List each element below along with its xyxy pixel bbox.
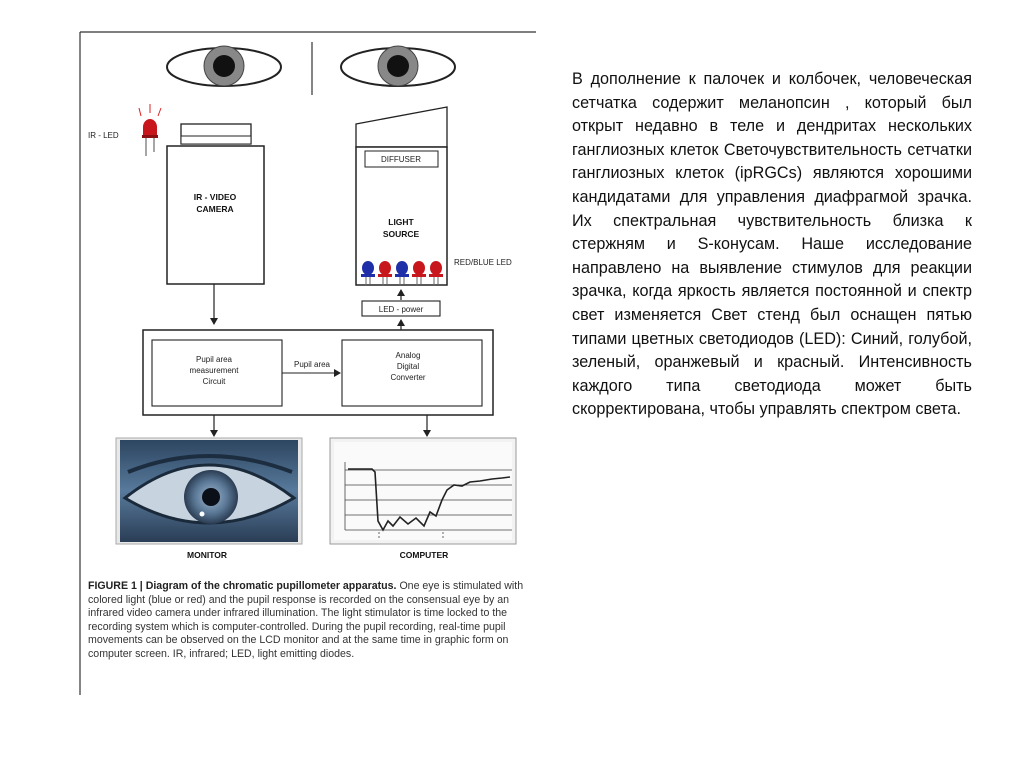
computer-screen-graph [334, 442, 512, 540]
left-eye-icon [166, 45, 282, 87]
light-source-label-1: LIGHT [388, 217, 414, 227]
monitor-label: MONITOR [187, 550, 227, 560]
adc-label-3: Converter [390, 373, 425, 382]
ir-video-camera-label-1: IR - VIDEO [194, 192, 237, 202]
pupil-measurement-label-3: Circuit [203, 377, 226, 386]
pupil-area-arrow-label: Pupil area [294, 360, 331, 369]
pupil-measurement-box [151, 339, 283, 407]
red-blue-led-row [361, 261, 443, 286]
computer-label: COMPUTER [400, 550, 449, 560]
monitor-eye-image [120, 440, 298, 542]
led-icon-2 [378, 261, 392, 286]
led-icon-1 [361, 261, 375, 286]
diffuser-label: DIFFUSER [381, 155, 421, 164]
led-icon-3 [395, 261, 409, 286]
adc-box [341, 339, 483, 407]
ir-led-icon [138, 104, 162, 156]
ir-video-camera-box [166, 145, 265, 285]
light-source-top [355, 106, 448, 148]
pupil-measurement-label-1: Pupil area [196, 355, 233, 364]
ir-video-camera-label-2: CAMERA [196, 204, 233, 214]
figure-caption-body: One eye is stimulated with colored light… [88, 580, 524, 660]
adc-label-1: Analog [396, 351, 421, 360]
figure-caption-title: FIGURE 1 | Diagram of the chromatic pupi… [88, 580, 397, 592]
red-blue-led-label: RED/BLUE LED [454, 258, 512, 267]
ir-led-label: IR - LED [88, 131, 119, 140]
led-icon-4 [412, 261, 426, 286]
light-source-label-2: SOURCE [383, 229, 420, 239]
slide-body-text: В дополнение к палочек и колбочек, челов… [572, 70, 972, 419]
led-power-label: LED - power [379, 305, 424, 314]
adc-label-2: Digital [397, 362, 419, 371]
camera-lens-inner [180, 135, 252, 145]
led-icon-5 [429, 261, 443, 286]
diffuser-box [364, 150, 439, 168]
pupil-measurement-label-2: measurement [190, 366, 240, 375]
right-eye-icon [340, 45, 456, 87]
figure-caption: FIGURE 1 | Diagram of the chromatic pupi… [88, 580, 533, 662]
led-power-box [361, 300, 441, 317]
